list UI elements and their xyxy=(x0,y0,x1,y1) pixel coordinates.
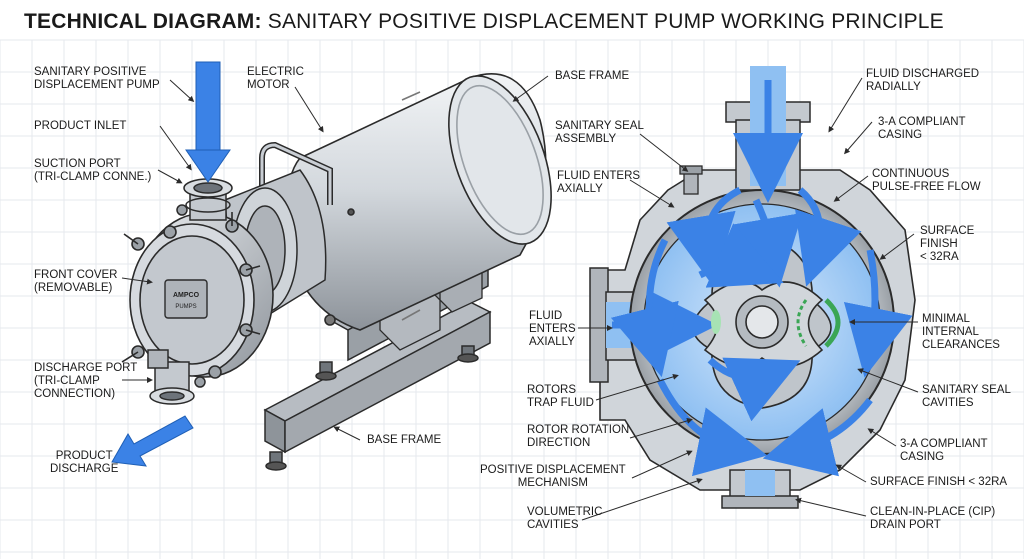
label-pump: SANITARY POSITIVE DISPLACEMENT PUMP xyxy=(34,66,160,91)
discharge-flow-arrow xyxy=(111,415,194,467)
label-compliant-casing-top: 3-A COMPLIANT CASING xyxy=(878,116,966,141)
label-enters-axially-left: FLUID ENTERS AXIALLY xyxy=(529,310,576,348)
label-surface-finish-top: SURFACE FINISH < 32Ra xyxy=(920,225,975,263)
label-surface-finish-bottom: SURFACE FINISH < 32Ra xyxy=(870,476,1008,488)
nameplate-text-1: AMPCO xyxy=(173,292,200,299)
label-seal-cavities: SANITARY SEAL CAVITIES xyxy=(922,384,1011,409)
pump-cross-section xyxy=(589,66,916,509)
nameplate-text-2: PUMPS xyxy=(175,304,196,310)
label-compliant-casing-bottom: 3-A COMPLIANT CASING xyxy=(900,438,988,463)
label-base-frame-top: BASE FRAME xyxy=(555,70,630,82)
label-product-discharge: PRODUCT DISCHARGE xyxy=(50,450,119,475)
label-discharged-radially: FLUID DISCHARGED RADIALLY xyxy=(866,68,980,93)
label-seal-assembly: SANITARY SEAL ASSEMBLY xyxy=(555,120,644,145)
label-rotor-rotation: ROTOR ROTATION DIRECTION xyxy=(527,424,630,449)
inlet-flow-arrow xyxy=(185,61,231,183)
discharge-port xyxy=(147,349,206,405)
label-suction-port: SUCTION PORT (TRI-CLAMP CONNE.) xyxy=(34,158,152,183)
label-clearances: MINIMAL INTERNAL CLEARANCES xyxy=(922,313,1000,351)
label-volumetric: VOLUMETRIC CAVITIES xyxy=(527,506,603,531)
electric-motor xyxy=(285,73,552,331)
label-pulse-free: CONTINUOUS PULSE-FREE FLOW xyxy=(872,168,981,193)
left-leader-lines xyxy=(121,79,361,441)
seal-fitting xyxy=(679,165,703,195)
label-base-frame-bottom: BASE FRAME xyxy=(367,434,442,446)
title-subtitle: SANITARY POSITIVE DISPLACEMENT PUMP WORK… xyxy=(267,10,944,33)
suction-port xyxy=(176,178,233,221)
label-enters-axially-top: FLUID ENTERS AXIALLY xyxy=(557,170,641,195)
page-title: TECHNICAL DIAGRAM: SANITARY POSITIVE DIS… xyxy=(24,10,944,34)
nameplate xyxy=(164,279,208,319)
pump-assembly: AMPCO PUMPS xyxy=(111,61,552,471)
cip-drain-port xyxy=(721,469,799,509)
right-leader-lines xyxy=(512,75,919,521)
title-bold: TECHNICAL DIAGRAM: xyxy=(24,10,262,33)
label-discharge-port: DISCHARGE PORT (TRI-CLAMP CONNECTION) xyxy=(34,362,138,400)
label-motor: ELECTRIC MOTOR xyxy=(247,66,304,91)
internal-flow-arrows xyxy=(610,80,913,477)
label-product-inlet: PRODUCT INLET xyxy=(34,120,127,132)
label-cip-drain: CLEAN-IN-PLACE (CIP) DRAIN PORT xyxy=(870,506,996,531)
label-rotors-trap: ROTORS TRAP FLUID xyxy=(527,384,594,409)
label-front-cover: FRONT COVER (REMOVABLE) xyxy=(34,269,118,294)
label-pd-mechanism: POSITIVE DISPLACEMENT MECHANISM xyxy=(480,464,626,489)
rotation-indicator xyxy=(711,298,841,348)
